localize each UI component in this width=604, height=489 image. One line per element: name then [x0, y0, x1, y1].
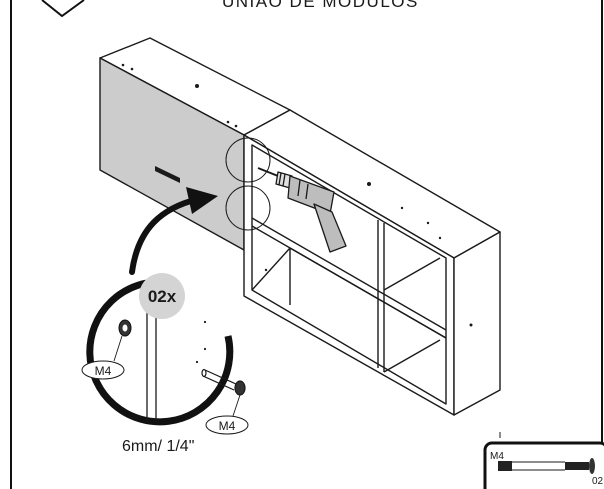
arrow-head: [186, 187, 218, 214]
screw-label-top-badge: [81, 360, 125, 380]
screw-body-icon: [498, 461, 512, 471]
part-count-label: 02: [592, 476, 604, 487]
screw-thread-icon: [565, 462, 589, 470]
part-size-label: M4: [490, 451, 504, 462]
quantity-badge: [139, 273, 185, 319]
drill-icon: [257, 167, 347, 253]
quantity-label: 02x: [148, 287, 177, 306]
door-handle: [155, 166, 180, 183]
screw-label-bottom: M4: [219, 419, 236, 433]
detail-circle-top: [225, 137, 271, 183]
detail-circle-bottom: [225, 185, 271, 231]
right-module: [243, 109, 501, 416]
screw-label-bottom-leader: [232, 394, 241, 417]
page-title: UNIÃO DE MÓDULOS: [222, 0, 419, 11]
screw-label-top: M4: [95, 364, 112, 378]
step-diamond-icon: [41, 0, 85, 18]
detail-bubble: [86, 278, 246, 426]
drill-size-label: 6mm/ 1/4": [122, 438, 194, 455]
screw-label-top-leader: [113, 335, 123, 362]
curved-arrow-icon: [129, 196, 201, 275]
part-box: [483, 432, 604, 489]
screw-label-bottom-badge: [205, 415, 249, 435]
